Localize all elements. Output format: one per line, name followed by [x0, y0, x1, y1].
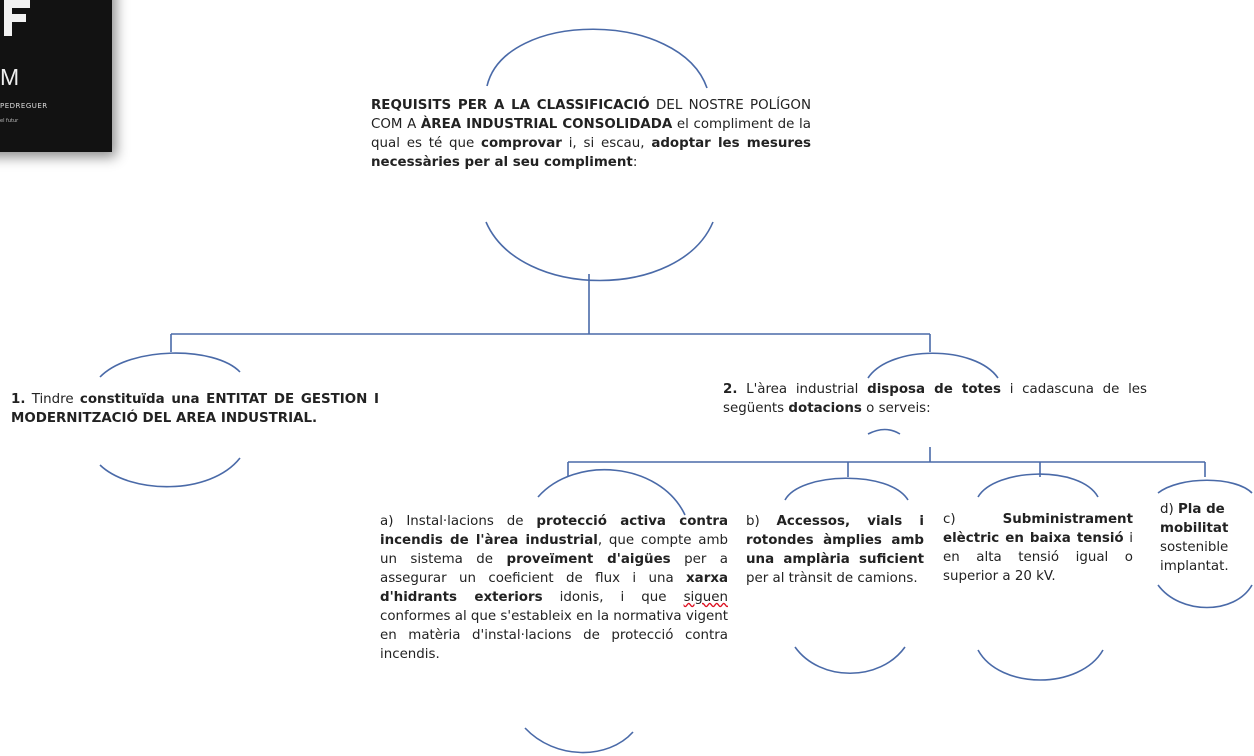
nodeA-bold-part: xarxa d'hidrants exteriors — [380, 571, 728, 605]
nodeA-text-part: , que compte amb un sistema de — [380, 533, 729, 567]
nodeB-text-part: per al trànsit de camions. — [746, 571, 918, 586]
nodeA-text-part: idonis, i que — [542, 590, 684, 605]
logo-initial: M — [0, 64, 21, 90]
nodeC-bottom-arc — [977, 649, 1104, 681]
node2-bold-part: disposa de totes — [867, 382, 1001, 397]
logo-name: PEDREGUER — [0, 102, 48, 110]
root-text-part: i, si escau, — [561, 136, 652, 151]
node2-bottom-arc — [867, 428, 901, 435]
organization-logo: M PEDREGUER el futur — [0, 0, 112, 152]
nodeD-top-arc — [1157, 479, 1253, 494]
node1-text-part: Tindre — [25, 392, 80, 407]
nodeC-bold-part: Subministrament elèctric en baixa tensió — [943, 512, 1133, 546]
node2-text-part: L'àrea industrial — [737, 382, 868, 397]
node-1-text: 1. Tindre constituïda una ENTITAT DE GES… — [11, 390, 379, 428]
root-bold-part: adoptar les mesures necessàries per al s… — [371, 136, 812, 170]
node-d-text: d) Pla de mobilitat sostenible implantat… — [1160, 500, 1252, 576]
node2-text-part: o serveis: — [861, 401, 931, 416]
node-b-text: b) Accessos, vials i rotondes àmplies am… — [746, 512, 924, 588]
nodeA-text-part: a) Instal·lacions de — [380, 514, 537, 529]
nodeD-bottom-arc — [1157, 584, 1253, 609]
nodeD-text-part: d) — [1160, 502, 1178, 517]
node2-text-part: i cadascuna de les següents — [723, 382, 1148, 416]
nodeB-top-arc — [784, 477, 909, 501]
nodeB-bottom-arc — [794, 646, 906, 674]
root-circle-top-arc — [486, 28, 708, 89]
node1-number: 1. — [11, 392, 26, 407]
nodeC-top-arc — [977, 473, 1099, 498]
node2-number: 2. — [723, 382, 738, 397]
logo-tagline: el futur — [0, 118, 19, 124]
node2-bold-part: dotacions — [788, 401, 862, 416]
nodeA-top-arc — [537, 469, 686, 516]
node-c-text: c) Subministrament elèctric en baixa ten… — [943, 510, 1133, 586]
nodeA-bottom-arc — [524, 727, 634, 754]
root-circle-bottom-arc — [485, 221, 714, 282]
node2-top-arc — [867, 352, 999, 379]
nodeB-bold-part: Accessos, vials i rotondes àmplies amb u… — [746, 514, 924, 567]
root-bold-part: ÀREA INDUSTRIAL CONSOLIDADA — [420, 117, 673, 132]
root-bold-part: comprovar — [481, 136, 562, 151]
root-text-part: el compliment de la qual es té que — [371, 117, 811, 151]
nodeC-text-part: i en alta tensió igual o superior a 20 k… — [943, 531, 1134, 584]
root-heading: REQUISITS PER A LA CLASSIFICACIÓ — [371, 98, 650, 113]
node1-bottom-arc — [99, 457, 241, 488]
nodeD-bold-part: Pla de mobilitat — [1160, 502, 1229, 536]
nodeA-spellcheck-word: siguen — [683, 590, 728, 605]
nodeA-text-part: conformes al que s'estableix en la norma… — [380, 609, 728, 662]
nodeA-bold-part: proveïment d'aigües — [506, 552, 671, 567]
node-a-text: a) Instal·lacions de protecció activa co… — [380, 512, 728, 664]
connector-lines — [99, 28, 1253, 754]
nodeC-text-part: c) — [943, 512, 1003, 527]
root-node-text: REQUISITS PER A LA CLASSIFICACIÓ DEL NOS… — [371, 96, 811, 172]
nodeB-text-part: b) — [746, 514, 777, 529]
nodeA-text-part: per a assegurar un coeficient de flux i … — [380, 552, 728, 586]
node-2-text: 2. L'àrea industrial disposa de totes i … — [723, 380, 1147, 418]
root-text-part: DEL NOSTRE POLÍGON COM A — [371, 98, 811, 132]
nodeA-bold-part: protecció activa contra incendis de l'àr… — [380, 514, 728, 548]
nodeD-text-part: sostenible implantat. — [1160, 540, 1229, 574]
node1-bold-part: constituïda una ENTITAT DE GESTION I MOD… — [11, 392, 379, 426]
logo-mark-icon — [4, 0, 30, 36]
node1-top-arc — [99, 352, 241, 378]
root-text-part: : — [632, 155, 638, 170]
